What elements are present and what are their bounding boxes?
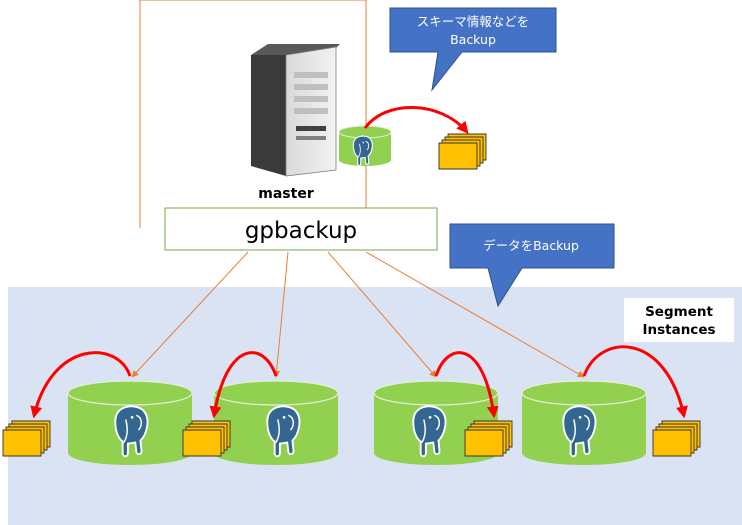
dispatch-arrow-segment-1	[131, 251, 249, 378]
segment-1	[2, 351, 193, 465]
segment-2-backup-arrow	[209, 351, 278, 419]
segment-1-backup-arrow	[30, 351, 132, 419]
schema-callout-line2: Backup	[450, 32, 496, 47]
segment-2	[182, 351, 339, 465]
segment-title-line2: Instances	[642, 322, 715, 338]
master-file-stack-icon	[438, 133, 487, 170]
segment-3	[373, 351, 513, 465]
dispatch-arrow-segment-2	[273, 251, 289, 378]
data-backup-callout: データをBackup	[449, 223, 615, 308]
segment-title-box	[624, 298, 734, 342]
segment-3-backup-arrow	[434, 351, 499, 419]
segment-4-backup-arrow	[582, 345, 688, 419]
master-outline	[139, 0, 367, 228]
file-stack-icon	[464, 420, 513, 457]
server-icon	[251, 44, 340, 177]
dispatch-arrow-segment-4	[365, 251, 585, 378]
master-label: master	[258, 186, 314, 202]
file-stack-icon	[2, 420, 51, 457]
segment-title-line1: Segment	[645, 304, 713, 320]
gpbackup-box	[164, 207, 438, 251]
master-database-icon	[338, 125, 392, 167]
dispatch-arrow-segment-3	[327, 251, 437, 378]
schema-backup-callout: スキーマ情報などを Backup	[389, 7, 557, 92]
file-stack-icon	[182, 420, 231, 457]
master-backup-arrow	[363, 106, 469, 134]
file-stack-icon	[652, 420, 701, 457]
gpbackup-label: gpbackup	[245, 218, 357, 244]
schema-callout-line1: スキーマ情報などを	[417, 14, 530, 29]
segment-4	[521, 345, 701, 465]
data-callout-text: データをBackup	[483, 238, 579, 253]
